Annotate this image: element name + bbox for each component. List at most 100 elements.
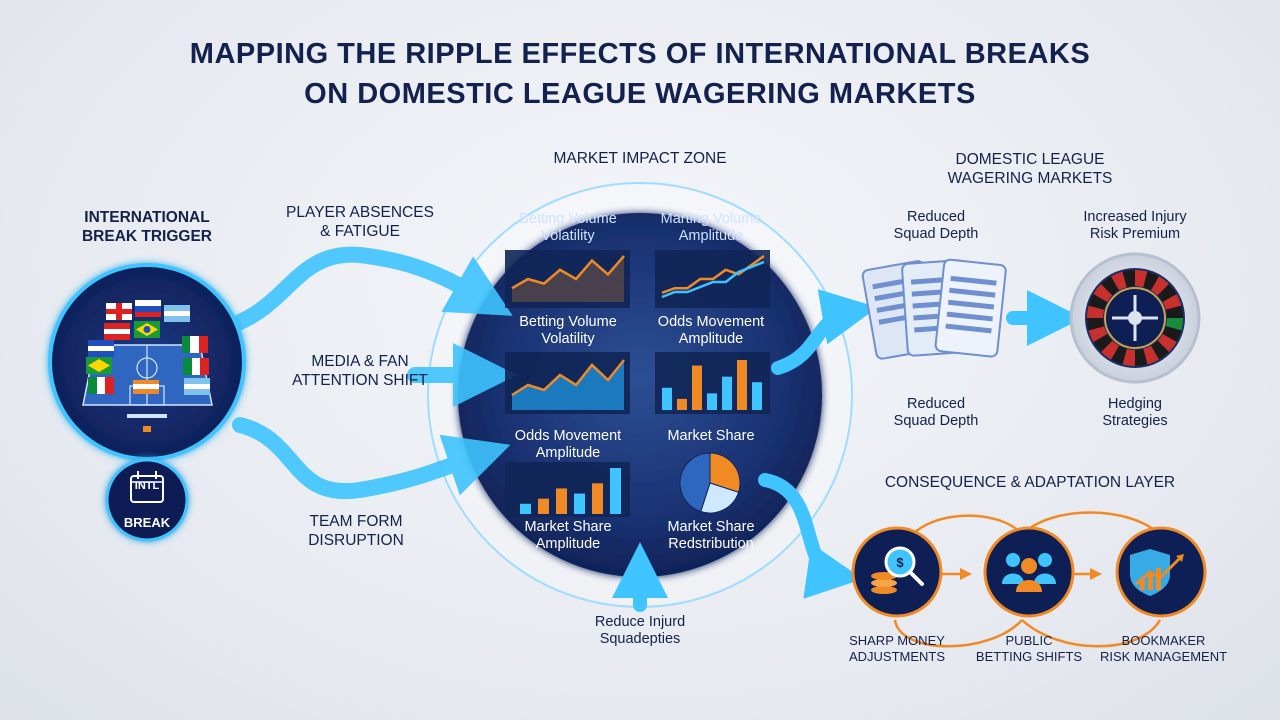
- bottom-left-line-2: Amplitude: [535, 536, 601, 552]
- wheel-segment: [1088, 294, 1108, 310]
- squad-depth-bottom-label: Reduced Squad Depth: [866, 396, 1006, 430]
- chart-panel-6: [679, 452, 741, 514]
- chart-panel-2: [655, 250, 770, 308]
- flow-arrow-absences: [232, 246, 513, 330]
- bookmaker-line-2: RISK MANAGEMENT: [1099, 649, 1228, 664]
- magnifier-coins-icon: $: [871, 546, 924, 594]
- bar-chart-1-bar: [707, 393, 717, 410]
- consequence-arrow-1: [960, 568, 972, 580]
- bottom-right-line-2: Redstribution: [668, 536, 754, 552]
- panel-2-line-1: Marting Volume: [660, 211, 762, 227]
- intl-break-badge: [105, 458, 189, 542]
- panel-3-line-1: Betting Volume: [519, 314, 617, 330]
- public-betting-line-2: BETTING SHIFTS: [975, 649, 1083, 664]
- wheel-segment: [1111, 271, 1127, 291]
- svg-text:$: $: [896, 555, 904, 570]
- consequence-arrow-2: [1090, 568, 1102, 580]
- domestic-title: DOMESTIC LEAGUE WAGERING MARKETS: [900, 150, 1160, 188]
- panel-4-line-1: Odds Movement: [657, 314, 765, 330]
- calendar-icon: [130, 475, 164, 503]
- badge-break-text: BREAK: [123, 515, 171, 530]
- shield-chart-icon: [1130, 549, 1184, 596]
- panel-label-5: Odds Movement Amplitude: [493, 428, 643, 462]
- panel-5-line-2: Amplitude: [535, 445, 601, 461]
- flow-absences-line-1: PLAYER ABSENCES: [286, 204, 434, 221]
- flow-form-line-1: TEAM FORM: [309, 513, 403, 530]
- bookmaker-label: BOOKMAKER RISK MANAGEMENT: [1091, 633, 1236, 665]
- wheel-segment: [1151, 340, 1169, 360]
- consequence-connector-4: [1021, 619, 1162, 648]
- trigger-label: INTERNATIONAL BREAK TRIGGER: [52, 208, 242, 246]
- title-line-1: MAPPING THE RIPPLE EFFECTS OF INTERNATIO…: [189, 38, 1091, 70]
- flow-arrow-form: [232, 417, 511, 500]
- wheel-segment: [1111, 345, 1127, 365]
- hedging-line-2: Strategies: [1102, 413, 1168, 429]
- roulette-wheel-icon: [1069, 252, 1201, 384]
- bookmaker-line-1: BOOKMAKER: [1121, 633, 1206, 648]
- bar-chart-2-bar: [520, 503, 531, 514]
- pie-slice: [679, 452, 711, 513]
- bottom-right-line-1: Market Share: [667, 519, 755, 535]
- flow-label-media: MEDIA & FAN ATTENTION SHIFT: [270, 352, 450, 390]
- flow-form-line-2: DISRUPTION: [308, 532, 404, 549]
- panel-label-3: Betting Volume Volatility: [493, 314, 643, 348]
- wheel-segment: [1143, 271, 1159, 291]
- wheel-segment: [1165, 305, 1183, 318]
- arrow-to-domestic: [771, 289, 878, 375]
- wheel-segment: [1143, 345, 1159, 365]
- squad-depth-top-label: Reduced Squad Depth: [866, 209, 1006, 243]
- pie-slice: [709, 452, 741, 493]
- public-betting-label: PUBLIC BETTING SHIFTS: [959, 633, 1099, 665]
- pitch-icon: [82, 344, 213, 406]
- trigger-dot: [143, 426, 151, 432]
- wheel-segment: [1101, 340, 1119, 360]
- wheel-segment: [1087, 305, 1105, 318]
- consequence-connector-3: [893, 619, 1023, 648]
- domestic-title-line-1: DOMESTIC LEAGUE: [955, 151, 1105, 168]
- trigger-label-line-2: BREAK TRIGGER: [81, 228, 213, 245]
- panel-label-1: Betting Volume Volatility: [493, 211, 643, 245]
- sharp-money-line-2: ADJUSTMENTS: [848, 649, 946, 664]
- injury-depth-label: Reduce Injurd Squadepties: [560, 614, 720, 648]
- bar-chart-1-bar: [692, 365, 702, 410]
- panel-label-4: Odds Movement Amplitude: [636, 314, 786, 348]
- bar-chart-2-bar: [538, 498, 549, 514]
- hedging-label: Hedging Strategies: [1065, 396, 1205, 430]
- bottom-right-label: Market Share Redstribution: [636, 519, 786, 553]
- consequence-title: CONSEQUENCE & ADAPTATION LAYER: [884, 474, 1176, 491]
- flow-absences-line-2: & FATIGUE: [320, 223, 400, 240]
- panel-3-line-2: Volatility: [541, 331, 595, 347]
- flags-icon: [86, 300, 210, 395]
- panel-4-line-2: Amplitude: [678, 331, 744, 347]
- panel-1-line-1: Betting Volume: [519, 211, 617, 227]
- wheel-segment: [1093, 334, 1113, 352]
- badge-intl-text: INTL: [134, 480, 160, 492]
- wheel-segment: [1093, 284, 1113, 302]
- wheel-segment: [1122, 348, 1135, 366]
- area-chart-fill: [512, 360, 624, 410]
- pie-slice: [700, 482, 740, 514]
- injury-top-line-1: Increased Injury: [1083, 209, 1187, 225]
- injury-depth-line-2: Squadepties: [599, 631, 681, 647]
- area-chart-line: [511, 359, 625, 397]
- wheel-segment: [1087, 318, 1105, 331]
- arrow-to-consequence: [758, 473, 863, 599]
- bar-chart-2-bar: [592, 483, 603, 514]
- chart-panel-5: [505, 462, 630, 517]
- line-chart-1-line: [511, 255, 625, 290]
- wheel-segment: [1162, 294, 1182, 310]
- bar-chart-2-bar: [610, 468, 621, 514]
- injury-depth-line-1: Reduce Injurd: [594, 614, 686, 630]
- hedging-line-1: Hedging: [1107, 396, 1162, 412]
- flow-label-form: TEAM FORM DISRUPTION: [266, 512, 446, 550]
- panel-2-line-2: Amplitude: [678, 228, 744, 244]
- chart-panel-3: [505, 352, 630, 414]
- wheel-segment: [1157, 334, 1177, 352]
- title-line-2: ON DOMESTIC LEAGUE WAGERING MARKETS: [304, 78, 976, 110]
- squad-bottom-line-2: Squad Depth: [893, 413, 979, 429]
- wheel-segment: [1151, 276, 1169, 296]
- bottom-left-label: Market Share Amplitude: [493, 519, 643, 553]
- flow-label-absences: PLAYER ABSENCES & FATIGUE: [270, 203, 450, 241]
- people-group-icon: [1002, 553, 1056, 592]
